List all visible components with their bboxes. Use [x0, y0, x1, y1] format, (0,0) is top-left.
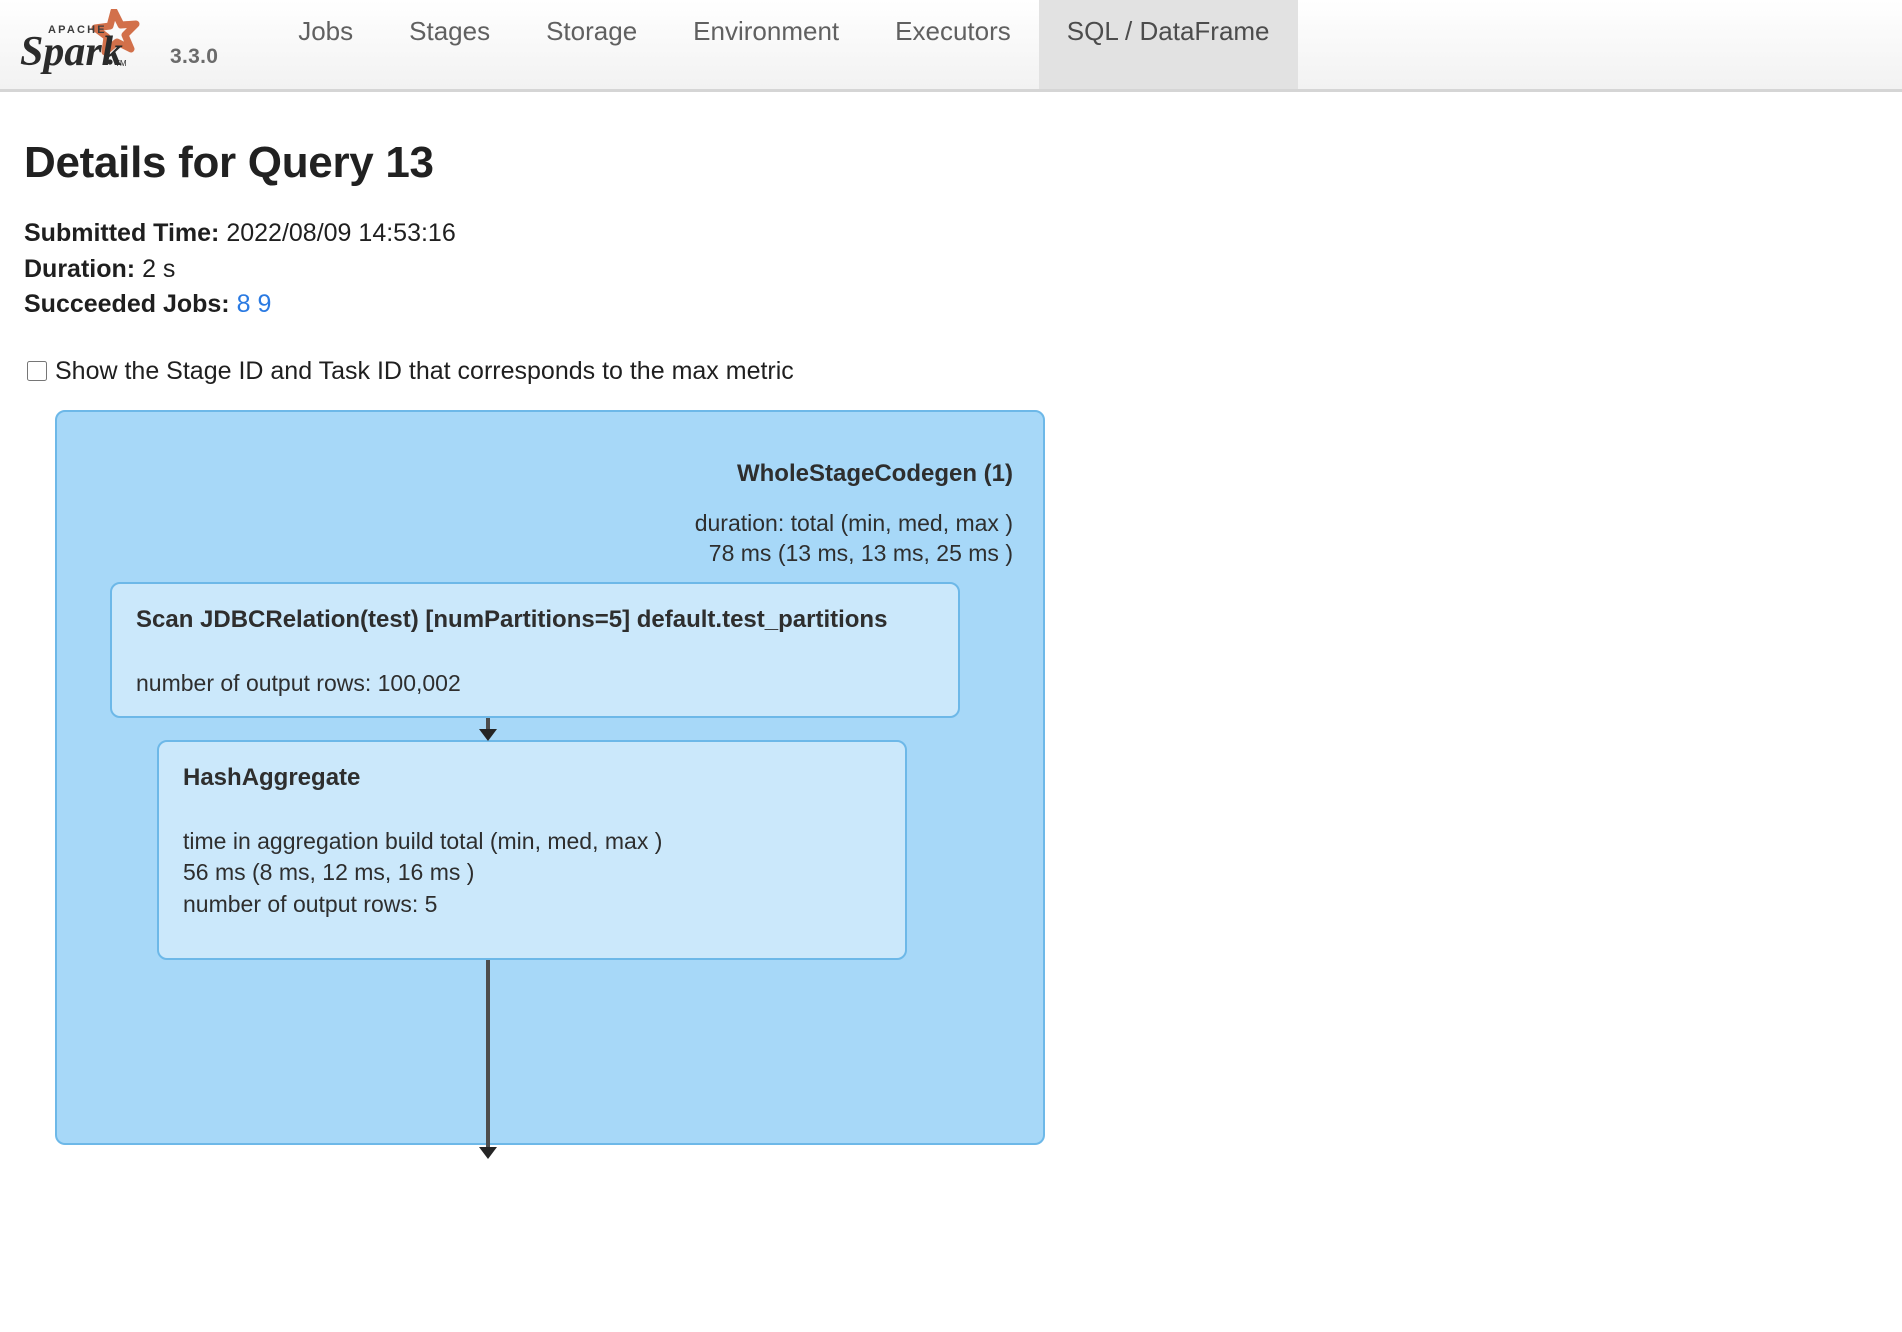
- tab-jobs[interactable]: Jobs: [298, 15, 354, 46]
- spark-version: 3.3.0: [170, 45, 219, 68]
- duration-row: Duration: 2 s: [24, 252, 1878, 288]
- job-link-9[interactable]: 9: [257, 290, 272, 318]
- submitted-time-row: Submitted Time: 2022/08/09 14:53:16: [24, 216, 1878, 252]
- tab-environment[interactable]: Environment: [693, 15, 840, 46]
- tab-storage[interactable]: Storage: [546, 15, 638, 46]
- svg-text:APACHE: APACHE: [48, 24, 107, 36]
- page-title: Details for Query 13: [24, 138, 434, 187]
- top-navbar: APACHE Spark TM 3.3.0 Jobs Stages Storag…: [0, 0, 1902, 92]
- svg-text:TM: TM: [115, 59, 127, 68]
- succeeded-jobs-row: Succeeded Jobs: 8 9: [24, 287, 1878, 323]
- duration-value: 2 s: [142, 254, 176, 283]
- apache-spark-logo-icon[interactable]: APACHE Spark TM: [18, 9, 158, 75]
- submitted-time-label: Submitted Time:: [24, 219, 220, 247]
- plan-node-scan-jdbcrelation[interactable]: Scan JDBCRelation(test) [numPartitions=5…: [110, 581, 960, 718]
- job-link-8[interactable]: 8: [236, 290, 251, 318]
- edge-scan-to-hashaggregate: [468, 717, 508, 742]
- show-stage-task-id-row[interactable]: Show the Stage ID and Task ID that corre…: [24, 357, 1878, 386]
- tab-executors[interactable]: Executors: [895, 15, 1011, 46]
- show-stage-task-id-label[interactable]: Show the Stage ID and Task ID that corre…: [55, 356, 794, 385]
- nav-tabs: Jobs Stages Storage Environment Executor…: [270, 0, 1298, 89]
- hashaggregate-node-metrics: time in aggregation build total (min, me…: [183, 827, 663, 917]
- query-plan-dag: WholeStageCodegen (1) duration: total (m…: [24, 409, 1878, 1159]
- edge-hashaggregate-to-next: [468, 959, 508, 1160]
- cluster-title: WholeStageCodegen (1): [736, 459, 1013, 487]
- duration-label: Duration:: [24, 254, 136, 283]
- hashaggregate-node-title: HashAggregate: [183, 763, 361, 791]
- svg-text:Spark: Spark: [20, 29, 123, 75]
- succeeded-jobs-label: Succeeded Jobs:: [24, 290, 230, 318]
- scan-node-metrics: number of output rows: 100,002: [136, 669, 461, 696]
- tab-stages[interactable]: Stages: [409, 15, 491, 46]
- tab-sql-dataframe[interactable]: SQL / DataFrame: [1038, 0, 1298, 89]
- brand[interactable]: APACHE Spark TM 3.3.0: [0, 0, 218, 89]
- cluster-metrics: duration: total (min, med, max ) 78 ms (…: [694, 509, 1013, 566]
- page-content: Details for Query 13 Submitted Time: 202…: [0, 138, 1902, 1159]
- query-metadata: Submitted Time: 2022/08/09 14:53:16 Dura…: [24, 216, 1878, 323]
- plan-node-hashaggregate[interactable]: HashAggregate time in aggregation build …: [157, 739, 907, 960]
- submitted-time-value: 2022/08/09 14:53:16: [226, 219, 456, 247]
- scan-node-title: Scan JDBCRelation(test) [numPartitions=5…: [136, 605, 888, 633]
- show-stage-task-id-checkbox[interactable]: [27, 361, 47, 381]
